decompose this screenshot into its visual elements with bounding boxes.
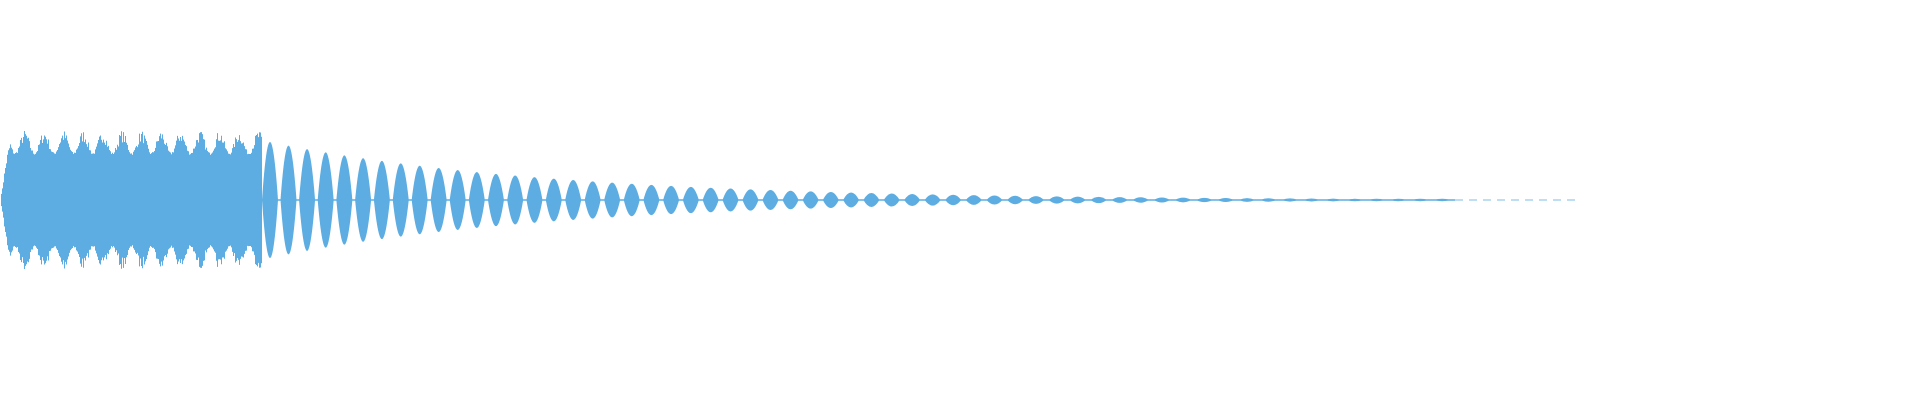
waveform-attack-segment	[1, 131, 262, 269]
waveform-body	[1, 131, 1455, 269]
